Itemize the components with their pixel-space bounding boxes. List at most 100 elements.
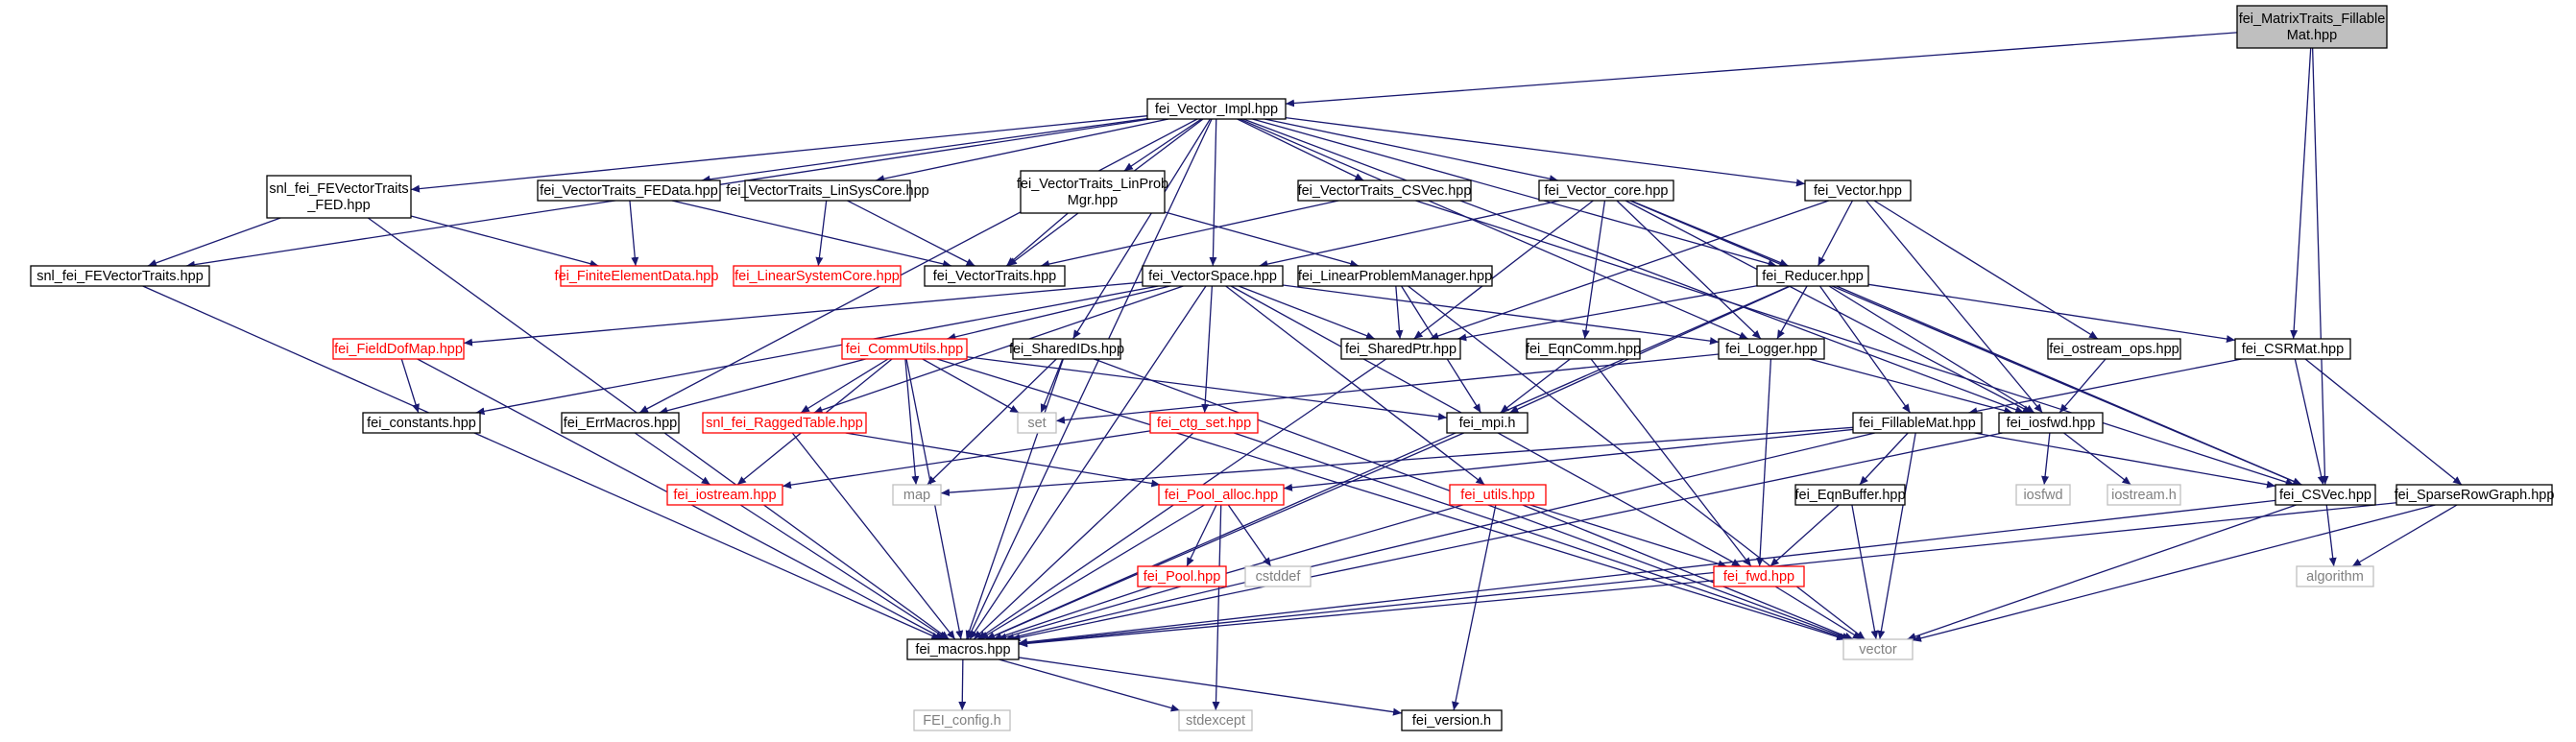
node-srg[interactable]: fei_SparseRowGraph.hpp	[2395, 484, 2555, 506]
node-feiconfig[interactable]: FEI_config.h	[913, 709, 1011, 731]
node-pool[interactable]: fei_Pool_alloc.hpp	[1158, 484, 1285, 506]
node-box	[2236, 5, 2388, 49]
edge-vspace-to-commu	[947, 285, 1170, 341]
node-map[interactable]: map	[892, 484, 942, 506]
node-feipool[interactable]: fei_Pool.hpp	[1137, 565, 1227, 587]
node-algorithm[interactable]: algorithm	[2296, 565, 2374, 587]
node-version[interactable]: fei_version.h	[1401, 709, 1503, 731]
edge-csrmat-to-fillmat	[1968, 358, 2242, 416]
node-label: fei_Vector_core.hpp	[1545, 183, 1669, 199]
node-label: map	[903, 488, 930, 503]
edge-fillmat-to-macros	[1005, 432, 1875, 641]
edge-pool-to-cstddef	[1227, 504, 1272, 567]
node-ostrops[interactable]: fei_ostream_ops.hpp	[2047, 338, 2181, 360]
node-commu[interactable]: fei_CommUtils.hpp	[841, 338, 968, 360]
edge-iosfwdh-to-macros	[1011, 432, 2003, 642]
node-label: cstddef	[1256, 569, 1302, 585]
node-box	[744, 180, 911, 202]
node-label: fei_VectorTraits_LinProb	[1017, 177, 1168, 192]
node-csvec[interactable]: fei_CSVec.hpp	[2275, 484, 2376, 506]
node-label: fei_FiniteElementData.hpp	[555, 269, 719, 284]
node-fillmat[interactable]: fei_FillableMat.hpp	[1852, 412, 1983, 434]
node-iostream[interactable]: fei_iostream.hpp	[666, 484, 783, 506]
node-box	[1149, 412, 1259, 434]
edge-linprob-to-vtraits	[1005, 212, 1069, 267]
node-box	[1756, 265, 1869, 287]
node-label: fei_CommUtils.hpp	[846, 342, 964, 357]
node-csvecT[interactable]: fei_VectorTraits_CSVec.hpp	[1297, 180, 1472, 202]
node-vector[interactable]: fei_Vector.hpp	[1804, 180, 1912, 202]
edge-csrmat-to-csvec	[2294, 358, 2325, 486]
edge-srg-to-macros	[1018, 502, 2397, 647]
node-eqbuf[interactable]: fei_EqnBuffer.hpp	[1794, 484, 1906, 506]
node-root[interactable]: fei_MatrixTraits_FillableMat.hpp	[2236, 5, 2388, 49]
node-box	[1178, 709, 1253, 731]
node-mpi[interactable]: fei_mpi.h	[1446, 412, 1529, 434]
node-label: fei_LinearSystemCore.hpp	[734, 269, 900, 284]
node-snlfed[interactable]: snl_fei_FEVectorTraits_FED.hpp	[266, 175, 412, 219]
node-reducer[interactable]: fei_Reducer.hpp	[1756, 265, 1869, 287]
edge-fillmat-to-csvec	[1974, 432, 2276, 489]
edge-ragged-to-macros	[791, 432, 956, 640]
node-box	[906, 638, 1020, 660]
node-macros[interactable]: fei_macros.hpp	[906, 638, 1020, 660]
node-box	[1852, 412, 1983, 434]
node-errm[interactable]: fei_ErrMacros.hpp	[561, 412, 680, 434]
node-iostreamh[interactable]: iostream.h	[2107, 484, 2181, 506]
node-label: fei_Vector_Impl.hpp	[1155, 102, 1278, 117]
node-fdm[interactable]: fei_FieldDofMap.hpp	[332, 338, 465, 360]
node-sids[interactable]: fei_SharedIDs.hpp	[1009, 338, 1124, 360]
node-fedata[interactable]: fei_VectorTraits_FEData.hpp	[537, 180, 721, 202]
node-label: snl_fei_FEVectorTraits	[269, 181, 408, 197]
edge-fdm-to-consts	[400, 358, 420, 414]
node-stdexcept[interactable]: stdexcept	[1178, 709, 1253, 731]
edge-vecimpl-to-sids	[1072, 118, 1211, 340]
node-label: fei_LinearProblemManager.hpp	[1298, 269, 1492, 284]
node-eqcomm[interactable]: fei_EqnComm.hpp	[1526, 338, 1641, 360]
edge-reducer-to-sptr	[1457, 285, 1758, 342]
node-box	[1718, 338, 1825, 360]
node-vtraits[interactable]: fei_VectorTraits.hpp	[924, 265, 1066, 287]
node-snlfev[interactable]: snl_fei_FEVectorTraits.hpp	[30, 265, 210, 287]
node-vecimpl[interactable]: fei_Vector_Impl.hpp	[1146, 98, 1287, 120]
node-logger[interactable]: fei_Logger.hpp	[1718, 338, 1825, 360]
node-vspace[interactable]: fei_VectorSpace.hpp	[1142, 265, 1284, 287]
node-utils[interactable]: fei_utils.hpp	[1449, 484, 1547, 506]
node-ragged[interactable]: snl_fei_RaggedTable.hpp	[702, 412, 867, 434]
node-label: fei_Reducer.hpp	[1762, 269, 1864, 284]
node-fed[interactable]: fei_FiniteElementData.hpp	[555, 265, 719, 287]
edge-reducer-to-mpi	[1508, 285, 1792, 414]
node-label: fei_FieldDofMap.hpp	[334, 342, 463, 357]
node-vcore[interactable]: fei_Vector_core.hpp	[1538, 180, 1674, 202]
node-ctgset[interactable]: fei_ctg_set.hpp	[1149, 412, 1259, 434]
node-iosfwd[interactable]: iosfwd	[2015, 484, 2071, 506]
node-linsys[interactable]: fei_VectorTraits_LinSysCore.hpp	[726, 180, 929, 202]
node-consts[interactable]: fei_constants.hpp	[362, 412, 481, 434]
node-box	[702, 412, 867, 434]
edge-logger-to-set	[1055, 353, 1720, 424]
node-label: iostream.h	[2111, 488, 2177, 503]
edge-csvec-to-algorithm	[2325, 504, 2337, 567]
node-label: algorithm	[2306, 569, 2364, 585]
node-box	[2234, 338, 2351, 360]
node-lsc[interactable]: fei_LinearSystemCore.hpp	[733, 265, 902, 287]
node-label: fei_FillableMat.hpp	[1859, 416, 1976, 431]
edge-ostrops-to-iosfwdh	[2058, 358, 2107, 414]
node-vectorstd[interactable]: vector	[1842, 638, 1914, 660]
edge-vspace-to-macros	[969, 285, 1207, 640]
node-lpm[interactable]: fei_LinearProblemManager.hpp	[1297, 265, 1493, 287]
node-box	[2395, 484, 2553, 506]
node-box	[2015, 484, 2071, 506]
node-cstddef[interactable]: cstddef	[1244, 565, 1312, 587]
edge-macros-to-stdexcept	[999, 658, 1180, 712]
node-csrmat[interactable]: fei_CSRMat.hpp	[2234, 338, 2351, 360]
node-set[interactable]: set	[1017, 412, 1057, 434]
edge-vecimpl-to-errm	[638, 118, 1198, 414]
node-iosfwdh[interactable]: fei_iosfwd.hpp	[1998, 412, 2104, 434]
edge-pool-to-stdexcept	[1212, 504, 1222, 711]
node-sptr[interactable]: fei_SharedPtr.hpp	[1340, 338, 1461, 360]
edge-vector-to-iosfwdh	[1866, 200, 2043, 414]
node-fwd[interactable]: fei_fwd.hpp	[1713, 565, 1805, 587]
node-box	[2107, 484, 2181, 506]
